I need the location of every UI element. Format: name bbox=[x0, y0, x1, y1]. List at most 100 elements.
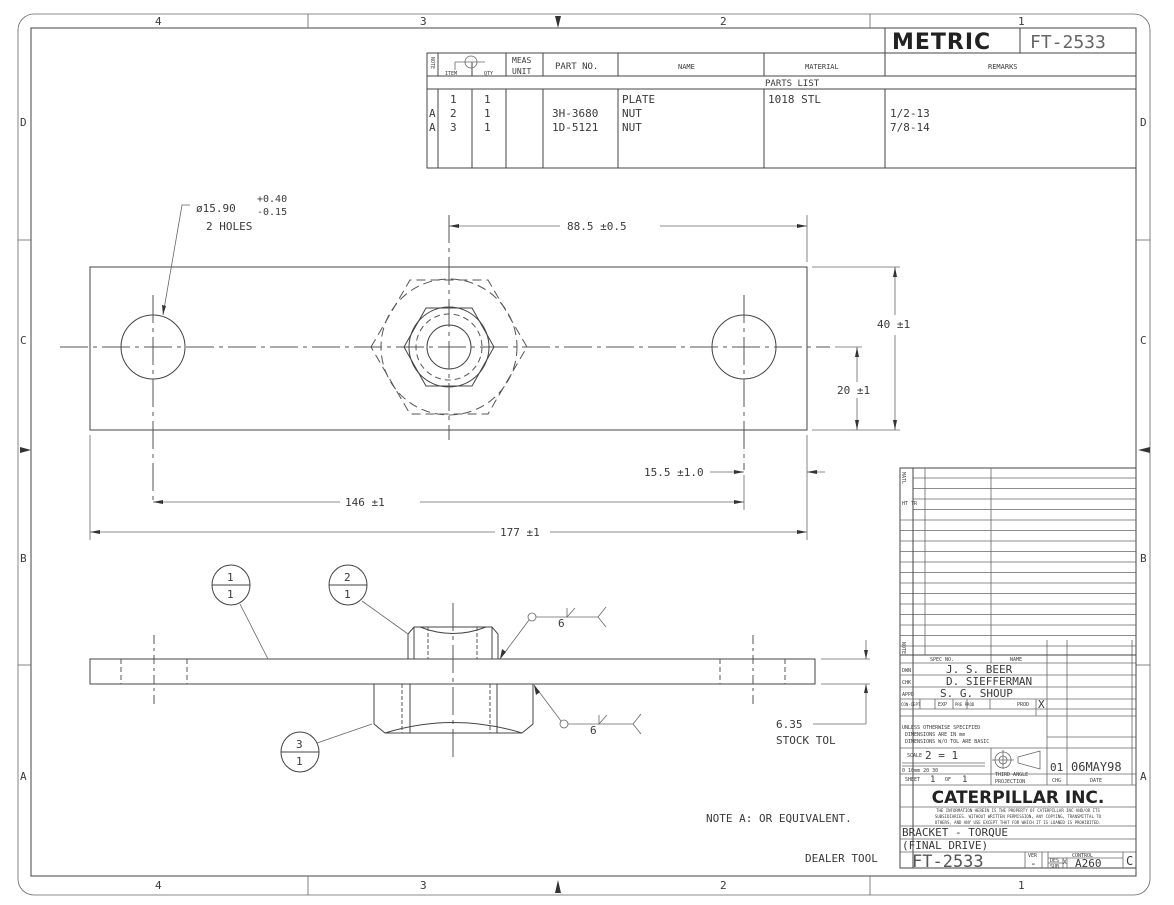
dim-nut-to-hole: 88.5 ±0.5 bbox=[567, 220, 627, 233]
dimension-arrows bbox=[90, 224, 897, 534]
metric-label: METRIC bbox=[892, 30, 991, 55]
dim-half-height: 20 ±1 bbox=[837, 384, 870, 397]
zone-row-a: A bbox=[20, 770, 27, 783]
dim-thickness: 6.35 bbox=[776, 718, 803, 731]
row2-note: A bbox=[429, 107, 436, 120]
sheet-number: 1 bbox=[930, 775, 935, 785]
version: - bbox=[1030, 857, 1037, 870]
change-date: 06MAY98 bbox=[1071, 760, 1122, 774]
balloon-item-1: 1 1 bbox=[211, 564, 269, 660]
item-qty-symbol bbox=[454, 55, 485, 70]
zone-row-c: C bbox=[20, 334, 27, 347]
weld-arrow-lower bbox=[534, 685, 540, 695]
balloon-3-item: 3 bbox=[296, 738, 303, 751]
dim-hole-edge: 15.5 ±1.0 bbox=[644, 466, 704, 479]
zone-col-2: 2 bbox=[720, 15, 727, 28]
dim-hole-spacing: 146 ±1 bbox=[345, 496, 385, 509]
balloon-1-item: 1 bbox=[227, 571, 234, 584]
chg-label: CHG bbox=[1052, 778, 1061, 784]
title-block-drawing-number: FT-2533 bbox=[912, 852, 984, 872]
zone-col-3: 3 bbox=[420, 15, 427, 28]
zone-col-4: 4 bbox=[155, 15, 162, 28]
note-label: NOTE bbox=[900, 642, 906, 654]
metric-header: METRIC FT-2533 bbox=[884, 27, 1137, 55]
zone-row-a-right: A bbox=[1140, 770, 1147, 783]
prod-label: PROD bbox=[1017, 702, 1029, 708]
row1-material: 1018 STL bbox=[768, 93, 821, 106]
date-label: DATE bbox=[1090, 778, 1102, 784]
zone-col-3-bottom: 3 bbox=[420, 879, 427, 892]
of-label: OF bbox=[945, 777, 951, 783]
drawing-frame bbox=[30, 27, 1137, 877]
dwn-label: DWN bbox=[902, 668, 911, 674]
header-part-no: PART NO. bbox=[555, 62, 598, 72]
row1-qty: 1 bbox=[484, 93, 491, 106]
drawing-title-1: BRACKET - TORQUE bbox=[902, 826, 1008, 839]
exp-label: EXP bbox=[938, 702, 947, 708]
zone-row-c-right: C bbox=[1140, 334, 1147, 347]
control-label: CONTROL bbox=[1072, 853, 1093, 859]
row3-remarks: 7/8-14 bbox=[890, 121, 930, 134]
spec-no-label: SPEC NO. bbox=[930, 657, 954, 663]
balloon-item-3: 3 1 bbox=[280, 723, 373, 773]
row3-part-no: 1D-5121 bbox=[552, 121, 598, 134]
pre-prod-label: PRE PROD bbox=[955, 702, 975, 707]
projection-line-1: THIRD ANGLE bbox=[995, 772, 1028, 778]
des-label: DES bbox=[1050, 858, 1059, 864]
row3-name: NUT bbox=[622, 121, 642, 134]
header-note: NOTE bbox=[429, 57, 435, 69]
unless-line-3: DIMENSIONS W/O TOL ARE BASIC bbox=[905, 739, 989, 745]
weld-symbol-upper bbox=[499, 606, 607, 660]
sheet-total: 1 bbox=[962, 775, 967, 785]
zone-row-b: B bbox=[20, 552, 27, 565]
parts-list: NOTE ITEM QTY MEAS UNIT PART NO. NAME MA… bbox=[426, 52, 1137, 169]
centering-marks bbox=[20, 16, 1150, 893]
dim-height: 40 ±1 bbox=[877, 318, 910, 331]
scale-value: 2 = 1 bbox=[925, 749, 958, 762]
hole-tolerance-plus: +0.40 bbox=[257, 194, 287, 205]
hole-diameter: ø15.90 bbox=[196, 202, 236, 215]
concept-label: CON-CEPT bbox=[901, 702, 921, 707]
parts-row: 1 1 PLATE 1018 STL bbox=[450, 93, 821, 106]
header-qty: QTY bbox=[484, 71, 493, 77]
row2-qty: 1 bbox=[484, 107, 491, 120]
note-a: NOTE A: OR EQUIVALENT. bbox=[706, 812, 852, 825]
scale-label: SCALE bbox=[907, 753, 922, 759]
chk-label: CHK bbox=[902, 680, 911, 686]
sheet-border bbox=[17, 13, 1151, 896]
zone-col-1: 1 bbox=[1018, 15, 1025, 28]
balloon-2-item: 2 bbox=[344, 571, 351, 584]
matl-label: MATL bbox=[900, 472, 906, 484]
row2-part-no: 3H-3680 bbox=[552, 107, 598, 120]
zone-row-d: D bbox=[20, 116, 27, 129]
zone-row-d-right: D bbox=[1140, 116, 1147, 129]
company-name: CATERPILLAR INC. bbox=[932, 788, 1105, 808]
third-angle-projection-icon bbox=[992, 750, 1041, 770]
zone-col-2-bottom: 2 bbox=[720, 879, 727, 892]
balloon-3-qty: 1 bbox=[296, 755, 303, 768]
zone-col-4-bottom: 4 bbox=[155, 879, 162, 892]
parts-row: A 3 1 1D-5121 NUT 7/8-14 bbox=[429, 121, 930, 134]
legal-line-2: SUBSIDIARIES. WITHOUT WRITTEN PERMISSION… bbox=[935, 814, 1102, 819]
row3-item: 3 bbox=[450, 121, 457, 134]
dimension-lines bbox=[89, 204, 900, 540]
drawing-title-2: (FINAL DRIVE) bbox=[902, 839, 988, 852]
row2-name: NUT bbox=[622, 107, 642, 120]
drawn-by: J. S. BEER bbox=[946, 663, 1013, 676]
change-number: 01 bbox=[1050, 761, 1063, 774]
unless-line-2: DIMENSIONS ARE IN mm bbox=[905, 732, 965, 738]
row3-qty: 1 bbox=[484, 121, 491, 134]
header-meas: MEAS bbox=[512, 56, 531, 65]
hole-tolerance-minus: -0.15 bbox=[257, 207, 287, 218]
zone-col-1-bottom: 1 bbox=[1018, 879, 1025, 892]
scale-ruler bbox=[902, 762, 985, 767]
header-item: ITEM bbox=[445, 71, 457, 77]
legal-line-1: THE INFORMATION HEREIN IS THE PROPERTY O… bbox=[936, 808, 1100, 813]
title-block: MATL HT TR NOTE SPEC NO. NAME DWN J. S. … bbox=[899, 467, 1137, 872]
unless-line-1: UNLESS OTHERWISE SPECIFIED bbox=[902, 725, 980, 731]
header-remarks: REMARKS bbox=[988, 63, 1018, 71]
header-name: NAME bbox=[678, 63, 695, 71]
projection-line-2: PROJECTION bbox=[995, 779, 1025, 785]
dim-thickness-note: STOCK TOL bbox=[776, 734, 836, 747]
